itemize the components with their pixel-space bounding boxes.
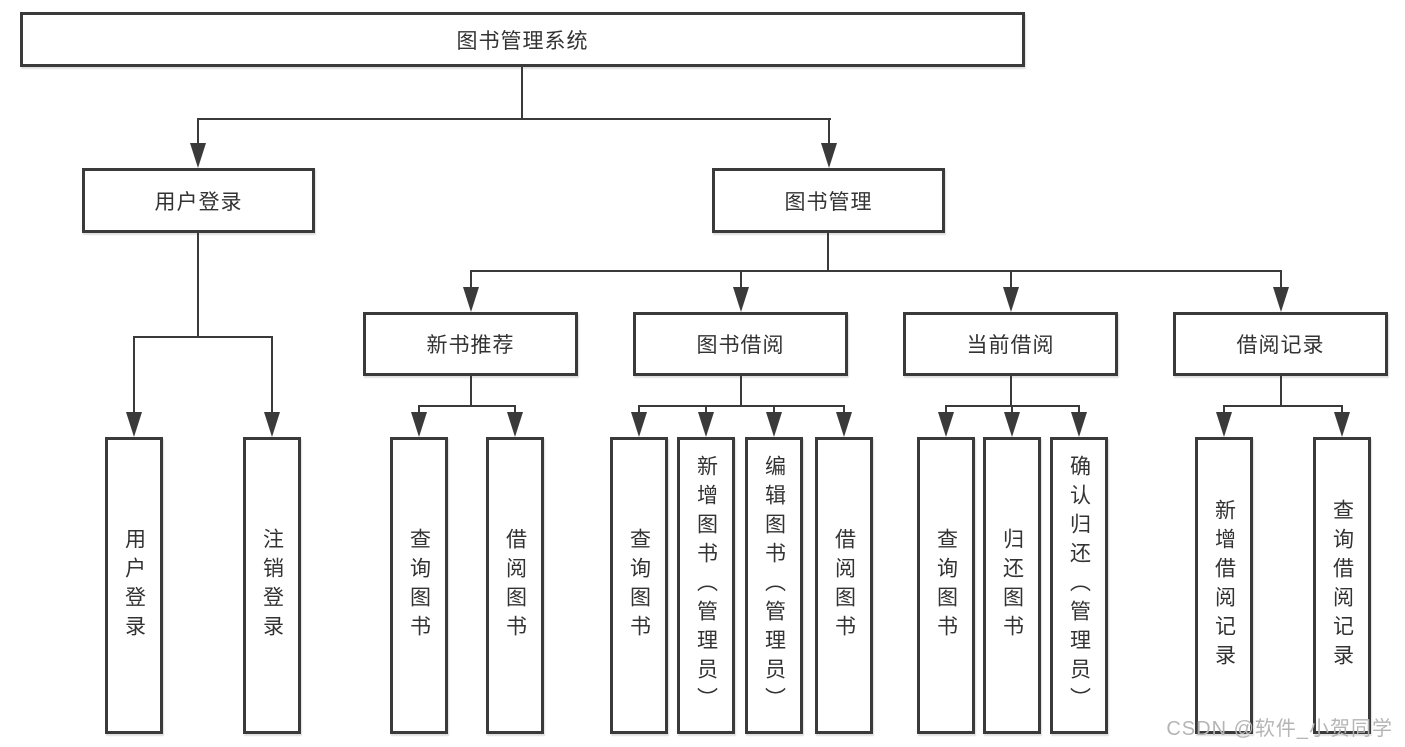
arrow-down — [411, 412, 427, 437]
arrow-down — [1273, 287, 1289, 312]
leaf-label: 查询图书 — [407, 527, 431, 644]
arrow-down — [1216, 412, 1232, 437]
node-borrowing-records: 借阅记录 — [1173, 312, 1388, 376]
arrow-down — [1003, 287, 1019, 312]
connector-vline — [638, 405, 640, 415]
leaf-label: 借阅图书 — [503, 527, 527, 644]
connector-vline — [1010, 270, 1012, 290]
arrow-down — [821, 143, 837, 168]
arrow-down — [190, 143, 206, 168]
arrow-down — [938, 412, 954, 437]
connector-vline — [470, 376, 472, 405]
connector-vline — [843, 405, 845, 415]
connector-vline — [1011, 405, 1013, 415]
connector-vline — [705, 405, 707, 415]
leaf-label: 新增图书（管理员） — [694, 455, 718, 716]
connector-vline — [514, 405, 516, 415]
node-label: 当前借阅 — [966, 334, 1055, 357]
connector-hline — [470, 270, 1282, 272]
arrow-down — [631, 412, 647, 437]
connector-vline — [271, 336, 273, 415]
leaf-logout: 注销登录 — [243, 437, 301, 734]
arrow-down — [1334, 412, 1350, 437]
connector-hline — [638, 405, 845, 407]
connector-vline — [1223, 405, 1225, 415]
leaf-user-login: 用户登录 — [105, 437, 163, 734]
arrow-down — [766, 412, 782, 437]
connector-vline — [1010, 376, 1012, 405]
arrow-down — [126, 412, 142, 437]
connector-vline — [418, 405, 420, 415]
leaf-add-borrow-record: 新增借阅记录 — [1195, 437, 1253, 734]
leaf-query-books-recommend: 查询图书 — [390, 437, 448, 734]
node-label: 图书借阅 — [696, 334, 785, 357]
connector-hline — [1223, 405, 1343, 407]
leaf-label: 用户登录 — [122, 527, 146, 644]
connector-vline — [133, 336, 135, 415]
leaf-return-books: 归还图书 — [983, 437, 1041, 734]
leaf-borrow-books-recommend: 借阅图书 — [486, 437, 544, 734]
connector-hline — [197, 118, 831, 120]
leaf-add-books-admin: 新增图书（管理员） — [677, 437, 735, 734]
node-current-borrowing: 当前借阅 — [903, 312, 1118, 376]
connector-vline — [828, 118, 830, 150]
leaf-label: 查询图书 — [934, 527, 958, 644]
connector-vline — [1280, 270, 1282, 290]
connector-hline — [418, 405, 516, 407]
node-label: 用户登录 — [154, 190, 243, 214]
leaf-label: 查询借阅记录 — [1330, 498, 1354, 673]
arrow-down — [507, 412, 523, 437]
connector-vline — [1078, 405, 1080, 415]
node-user-login: 用户登录 — [82, 168, 315, 233]
arrow-down — [463, 287, 479, 312]
watermark: CSDN @软件_小贺同学 — [1166, 718, 1393, 740]
connector-vline — [773, 405, 775, 415]
leaf-label: 注销登录 — [260, 527, 284, 644]
node-label: 新书推荐 — [426, 334, 515, 357]
leaf-label: 归还图书 — [1000, 527, 1024, 644]
connector-vline — [827, 233, 829, 270]
node-new-book-recommend: 新书推荐 — [363, 312, 578, 376]
leaf-label: 编辑图书（管理员） — [762, 455, 786, 716]
arrow-down — [836, 412, 852, 437]
arrow-down — [733, 287, 749, 312]
connector-vline — [740, 270, 742, 290]
connector-vline — [945, 405, 947, 415]
connector-vline — [197, 118, 199, 150]
arrow-down — [698, 412, 714, 437]
leaf-edit-books-admin: 编辑图书（管理员） — [745, 437, 803, 734]
connector-vline — [1280, 376, 1282, 405]
connector-vline — [197, 233, 199, 336]
node-book-management: 图书管理 — [712, 168, 945, 233]
leaf-query-books-current: 查询图书 — [917, 437, 975, 734]
arrow-down — [264, 412, 280, 437]
node-library-management-system: 图书管理系统 — [20, 12, 1025, 67]
leaf-borrow-books-borrowing: 借阅图书 — [815, 437, 873, 734]
leaf-label: 查询图书 — [627, 527, 651, 644]
connector-vline — [740, 376, 742, 405]
leaf-query-books-borrowing: 查询图书 — [610, 437, 668, 734]
connector-vline — [521, 67, 523, 118]
leaf-label: 借阅图书 — [832, 527, 856, 644]
node-label: 图书管理 — [784, 190, 873, 214]
node-label: 图书管理系统 — [456, 29, 589, 53]
connector-hline — [133, 336, 273, 338]
connector-vline — [1341, 405, 1343, 415]
leaf-query-borrow-record: 查询借阅记录 — [1313, 437, 1371, 734]
node-label: 借阅记录 — [1236, 334, 1325, 357]
arrow-down — [1004, 412, 1020, 437]
leaf-label: 新增借阅记录 — [1212, 498, 1236, 673]
node-book-borrowing: 图书借阅 — [633, 312, 848, 376]
connector-vline — [470, 270, 472, 290]
leaf-confirm-return-admin: 确认归还（管理员） — [1050, 437, 1108, 734]
arrow-down — [1071, 412, 1087, 437]
leaf-label: 确认归还（管理员） — [1067, 455, 1091, 716]
